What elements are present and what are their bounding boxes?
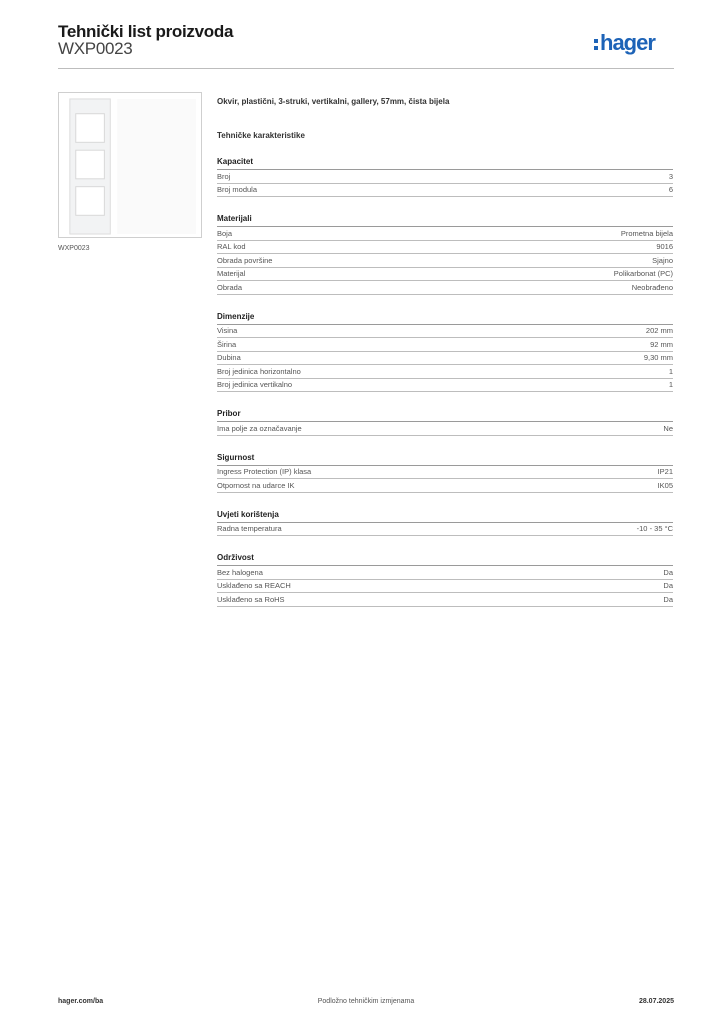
spec-row: RAL kod 9016 [217,241,673,254]
spec-value: Polikarbonat (PC) [613,269,673,278]
spec-value: 92 mm [650,339,673,349]
page-header: Tehnički list proizvoda WXP0023 hager [58,20,674,68]
spec-label: Bez halogena [217,567,263,577]
spec-label: Usklađeno sa REACH [217,581,291,590]
spec-label: Broj jedinica horizontalno [217,366,301,376]
spec-value: Da [663,581,673,590]
spec-label: Usklađeno sa RoHS [217,594,285,604]
spec-row: Broj jedinica horizontalno 1 [217,365,673,379]
spec-label: Otpornost na udarce IK [217,480,295,490]
spec-row: Otpornost na udarce IK IK05 [217,479,673,493]
product-code: WXP0023 [58,39,133,58]
footer-note: Podložno tehničkim izmjenama [317,998,415,1005]
spec-row: Obrada površine Sjajno [217,254,673,268]
spec-value: -10 - 35 °C [636,524,673,533]
spec-row: Materijal Polikarbonat (PC) [217,268,673,281]
header-divider [58,68,674,69]
spec-label: Dubina [217,353,241,362]
footer-url[interactable]: hager.com/ba [58,998,104,1005]
spec-row: Obrada Neobrađeno [217,281,673,295]
spec-row: Radna temperatura -10 - 35 °C [217,523,673,536]
product-description: Okvir, plastični, 3-struki, vertikalni, … [217,97,450,106]
spec-row: Usklađeno sa RoHS Da [217,593,673,607]
spec-row: Dubina 9,30 mm [217,352,673,365]
spec-label: Broj jedinica vertikalno [217,380,293,389]
product-image [58,92,202,238]
spec-label: Broj modula [217,185,258,194]
spec-value: IP21 [657,467,673,476]
spec-value: 6 [668,185,673,194]
spec-row: Broj 3 [217,170,673,184]
spec-value: 3 [668,171,673,181]
section-title: Održivost [217,552,673,566]
spec-value: Ne [663,423,673,433]
spec-value: Neobrađeno [631,282,673,292]
spec-value: 1 [668,366,673,376]
spec-label: Broj [217,171,231,181]
spec-label: Širina [217,339,237,349]
section-title: Kapacitet [217,156,673,170]
spec-row: Ingress Protection (IP) klasa IP21 [217,466,673,479]
spec-value: Prometna bijela [620,228,673,238]
spec-row: Ima polje za označavanje Ne [217,422,673,436]
section-title: Materijali [217,213,673,227]
spec-value: 202 mm [645,326,673,335]
spec-value: 9016 [656,242,673,251]
spec-label: Obrada [217,282,243,292]
spec-label: Materijal [217,269,246,278]
section-title: Pribor [217,408,673,422]
logo-wordmark: hager [600,30,656,55]
section-title: Uvjeti korištenja [217,509,673,523]
spec-label: RAL kod [217,242,246,251]
spec-value: 9,30 mm [643,353,673,362]
footer-date: 28.07.2025 [638,998,674,1005]
spec-row: Bez halogena Da [217,566,673,580]
spec-label: Ima polje za označavanje [217,423,302,433]
page-footer: hager.com/ba Podložno tehničkim izmjenam… [58,998,674,1010]
spec-value: 1 [668,380,673,389]
spec-row: Broj jedinica vertikalno 1 [217,379,673,392]
spec-label: Visina [217,326,238,335]
section-title: Sigurnost [217,452,673,466]
spec-value: Sjajno [652,255,673,265]
spec-value: Da [663,567,673,577]
spec-row: Visina 202 mm [217,325,673,338]
spec-row: Boja Prometna bijela [217,227,673,241]
section-title: Dimenzije [217,311,673,325]
technical-characteristics-heading: Tehničke karakteristike [217,131,305,140]
document-title: Tehnički list proizvoda [58,22,234,41]
spec-label: Ingress Protection (IP) klasa [217,467,312,476]
spec-content: Okvir, plastični, 3-struki, vertikalni, … [217,96,673,607]
spec-value: IK05 [657,480,673,490]
hager-logo: hager [594,30,657,55]
spec-row: Usklađeno sa REACH Da [217,580,673,593]
spec-label: Boja [217,228,233,238]
spec-label: Radna temperatura [217,524,282,533]
spec-row: Broj modula 6 [217,184,673,197]
image-caption: WXP0023 [58,245,90,252]
spec-value: Da [663,594,673,604]
spec-row: Širina 92 mm [217,338,673,352]
spec-label: Obrada površine [217,255,273,265]
